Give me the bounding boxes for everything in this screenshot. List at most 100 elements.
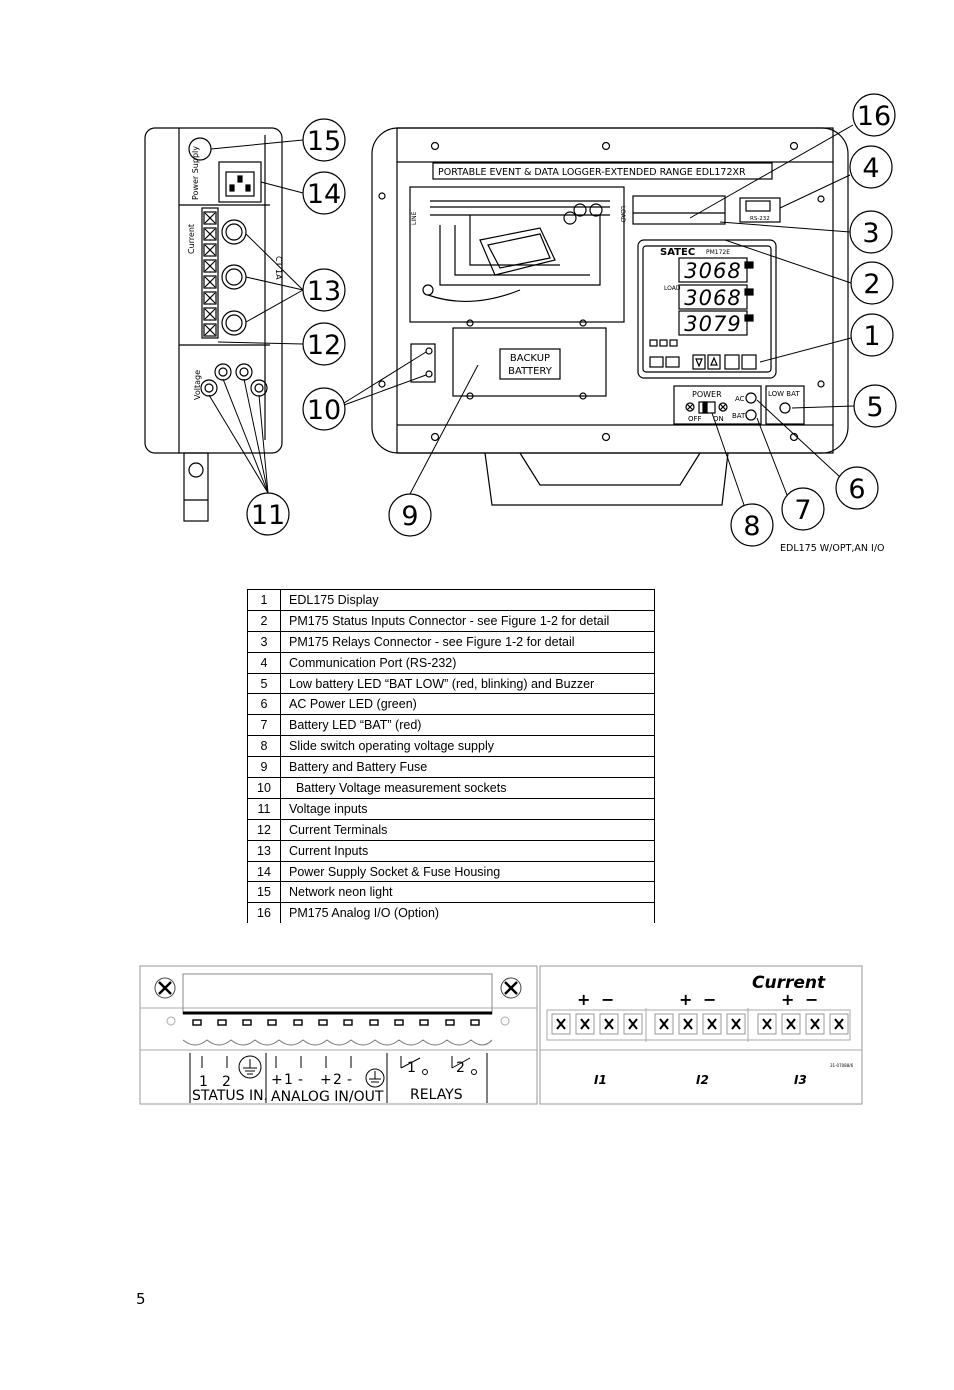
status-relay-connector	[139, 965, 538, 1105]
legend-number: 8	[247, 735, 281, 758]
svg-text:2: 2	[222, 1074, 231, 1090]
callout-13: 13	[307, 276, 341, 307]
screw-terminal	[575, 1013, 595, 1035]
callout-8: 8	[743, 511, 760, 542]
legend-description: Communication Port (RS-232)	[280, 651, 655, 674]
current-block-title: Current	[752, 973, 826, 993]
legend-number: 4	[247, 651, 281, 674]
callout-5: 5	[866, 392, 883, 423]
close-icon	[154, 977, 176, 999]
low-bat-box	[765, 385, 805, 425]
svg-text:-: -	[347, 1072, 352, 1088]
screw-terminal	[805, 1013, 825, 1035]
on-label: ON	[713, 415, 724, 423]
low-bat-led	[779, 402, 791, 414]
legend-number: 3	[247, 630, 281, 653]
legend-description: Voltage inputs	[280, 797, 655, 820]
figure-caption: EDL175 W/OPT,AN I/O	[780, 543, 885, 554]
callout-1: 1	[863, 321, 880, 352]
legend-description: Current Inputs	[280, 839, 655, 862]
svg-text:+: +	[577, 990, 590, 1009]
voltage-socket-v3	[235, 363, 253, 381]
low-bat-label: LOW BAT	[768, 390, 800, 398]
legend-number: 5	[247, 672, 281, 695]
backup-battery-box	[452, 327, 607, 397]
power-switch-box	[673, 385, 762, 425]
legend-description: Battery Voltage measurement sockets	[280, 777, 655, 799]
legend-number: 1	[247, 589, 281, 611]
legend-description: Slide switch operating voltage supply	[280, 735, 655, 758]
callout-11: 11	[251, 500, 285, 531]
screw-terminal	[623, 1013, 643, 1035]
current-input-i3	[221, 219, 247, 245]
backup-battery-line2: BATTERY	[508, 366, 553, 377]
legend-description: Low battery LED “BAT LOW” (red, blinking…	[280, 672, 655, 695]
svg-text:−: −	[805, 990, 818, 1009]
screw-terminal	[551, 1013, 571, 1035]
callout-4: 4	[862, 153, 879, 184]
legend-description: EDL175 Display	[280, 589, 655, 611]
screw-terminal	[599, 1013, 619, 1035]
svg-text:+: +	[320, 1072, 332, 1088]
callout-numbers: 16 4 3 2 1 5 6 7 8 9 10 11 12 13 14 15	[251, 101, 891, 542]
screw-terminal	[702, 1013, 722, 1035]
legend-description: Power Supply Socket & Fuse Housing	[280, 860, 655, 883]
ground-icon	[238, 1055, 262, 1079]
svg-text:+: +	[679, 990, 692, 1009]
svg-text:2: 2	[333, 1072, 342, 1088]
svg-text:1: 1	[284, 1072, 293, 1088]
voltage-socket-v2	[214, 363, 232, 381]
terminal-numbers: 1 2 + 1 - + 2 - 1 2	[199, 1060, 465, 1090]
legend-number: 6	[247, 693, 281, 716]
ground-icon	[365, 1068, 385, 1088]
callout-3: 3	[862, 218, 879, 249]
status-in-label: STATUS IN.	[192, 1088, 268, 1104]
legend-number: 10	[247, 777, 281, 799]
legend-number: 14	[247, 860, 281, 883]
current-terminal-strip	[203, 211, 217, 337]
input-i1-label: I1	[594, 1073, 607, 1087]
legend-number: 13	[247, 839, 281, 862]
legend-number: 9	[247, 756, 281, 779]
callout-9: 9	[401, 501, 418, 532]
input-labels: I1 I2 I3	[594, 1073, 807, 1087]
callout-12: 12	[307, 330, 341, 361]
side-panel	[144, 127, 283, 522]
ac-led	[745, 392, 757, 404]
rs232-port	[739, 197, 781, 223]
load-label: LOAD	[619, 206, 626, 223]
legend-description: Battery and Battery Fuse	[280, 756, 655, 779]
callout-14: 14	[307, 179, 341, 210]
svg-text:−: −	[601, 990, 614, 1009]
power-supply-label: Power Supply	[191, 146, 200, 200]
svg-text:2: 2	[456, 1060, 465, 1076]
panel-title: PORTABLE EVENT & DATA LOGGER-EXTENDED RA…	[438, 167, 746, 178]
legend-number: 16	[247, 902, 281, 924]
page-number: 5	[136, 1290, 146, 1308]
legend-description: AC Power LED (green)	[280, 693, 655, 716]
screw-terminal	[829, 1013, 849, 1035]
wiring-diagram	[409, 186, 625, 323]
svg-text:1: 1	[199, 1074, 208, 1090]
close-icon	[500, 977, 522, 999]
voltage-side-label: Voltage	[193, 370, 202, 400]
callout-7: 7	[794, 495, 811, 526]
legend-row: 10 Battery Voltage measurement sockets	[247, 777, 655, 799]
current-block-code: 31-07088/6	[830, 1063, 854, 1068]
battery-socket-icon	[425, 347, 433, 355]
screw-terminal	[654, 1013, 674, 1035]
main-panel	[371, 127, 849, 506]
legend-number: 15	[247, 881, 281, 904]
legend-number: 12	[247, 818, 281, 841]
svg-text:+: +	[781, 990, 794, 1009]
